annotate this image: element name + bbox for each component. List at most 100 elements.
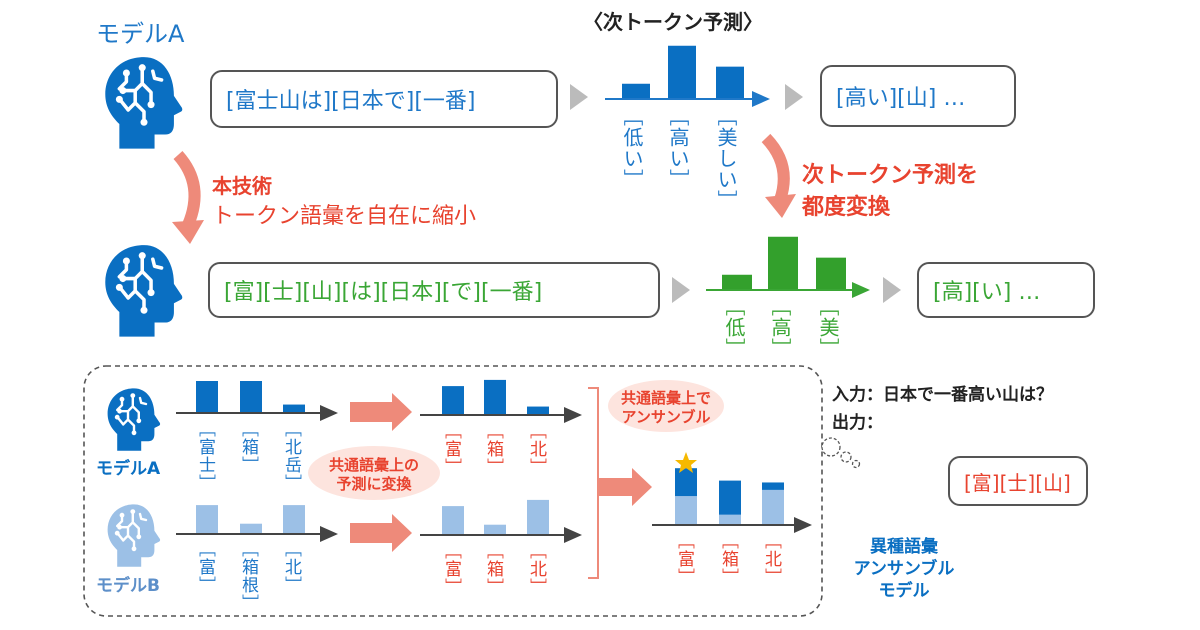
ensemble-badge: 共通語彙上で アンサンブル	[612, 389, 720, 427]
probability-bar	[283, 404, 305, 412]
token-label: ﹇富﹈	[674, 532, 694, 586]
token-label: ﹇北岳﹈	[281, 420, 301, 492]
ensemble-badge-line1: 共通語彙上で	[620, 389, 711, 407]
probability-bar	[527, 499, 549, 534]
convert-arrow-icon	[350, 514, 412, 552]
convert-badge-line1: 共通語彙上の	[328, 456, 419, 474]
flow-arrow-icon	[883, 277, 901, 303]
token-label: ﹇富﹈	[195, 540, 215, 594]
model-b-common-vocab-chart	[420, 499, 582, 543]
technique-subtitle: トークン語彙を自在に縮小	[212, 204, 477, 229]
probability-bar	[722, 274, 752, 289]
io-input-text: 入力：日本で一番高い山は？	[832, 385, 1053, 405]
io-output-label: 出力：	[832, 413, 883, 433]
convert-arrow-icon	[350, 393, 412, 431]
model-a-small-head-icon	[107, 388, 161, 451]
ensemble-model-line1: 異種語彙	[870, 537, 938, 557]
ensemble-arrow-icon	[598, 468, 652, 506]
model-a-label: モデルA	[96, 459, 161, 479]
probability-bar	[527, 406, 549, 414]
model-a-own-vocab-chart	[176, 381, 338, 421]
token-label: ﹇箱﹈	[238, 420, 258, 474]
token-label: ﹇美﹈	[816, 296, 840, 359]
technique-curve-arrow-icon	[172, 150, 204, 244]
top-prediction-chart	[605, 45, 770, 107]
token-label: ﹇北﹈	[281, 540, 301, 594]
probability-bar	[283, 505, 305, 533]
input-speech-bubble: [富士山は][日本で][一番]	[210, 70, 558, 128]
probability-bar	[196, 505, 218, 533]
ensemble-badge-bg	[608, 380, 724, 432]
convert-note: 次トークン予測を 都度変換	[802, 160, 978, 224]
probability-bar	[442, 506, 464, 534]
probability-bar	[716, 66, 744, 98]
small-vocab-input-text: [富][士][山][は][日本][で][一番]	[224, 280, 543, 305]
model-b-small-head-icon	[107, 504, 161, 567]
token-label: ﹇北﹈	[526, 422, 546, 476]
token-label: ﹇美しい﹈	[714, 106, 738, 211]
ensemble-bar-model-a	[719, 480, 741, 515]
token-label: ﹇高﹈	[768, 296, 792, 359]
ensemble-badge-line2: アンサンブル	[621, 408, 711, 426]
ensemble-bar-model-b	[762, 489, 784, 524]
token-label: ﹇箱根﹈	[238, 540, 258, 612]
ensemble-bar-model-a	[675, 468, 697, 497]
thought-bubbles-icon	[821, 437, 861, 469]
ensemble-bar-model-b	[719, 514, 741, 524]
probability-bar	[240, 381, 262, 412]
token-label: ﹇箱﹈	[483, 422, 503, 476]
probability-bar	[622, 83, 650, 98]
probability-bar	[768, 236, 798, 289]
small-vocab-head-icon	[105, 245, 183, 337]
probability-bar	[484, 379, 506, 414]
token-label: ﹇箱﹈	[718, 532, 738, 586]
ensemble-bracket	[588, 387, 599, 579]
token-label: ﹇低い﹈	[620, 106, 644, 190]
probability-bar	[442, 386, 464, 414]
token-label: ﹇箱﹈	[483, 542, 503, 596]
model-a-head-icon	[105, 57, 183, 149]
convert-badge-line2: 予測に変換	[336, 475, 412, 493]
flow-arrow-icon	[785, 84, 803, 110]
model-b-own-vocab-chart	[176, 505, 338, 542]
small-vocab-input-bubble: [富][士][山][は][日本][で][一番]	[208, 262, 660, 318]
model-a-common-vocab-chart	[420, 379, 582, 423]
star-icon	[675, 452, 697, 473]
technique-title: 本技術	[212, 174, 272, 198]
middle-prediction-chart	[706, 236, 870, 298]
flow-arrow-icon	[570, 84, 588, 110]
ensemble-process-frame	[83, 365, 823, 617]
ensemble-model-head-icon	[866, 452, 926, 528]
token-label: ﹇富﹈	[441, 422, 461, 476]
ensemble-model-line2: アンサンブル	[853, 559, 955, 579]
convert-badge: 共通語彙上の 予測に変換	[318, 456, 430, 494]
ensemble-model-label: 異種語彙 アンサンブル モデル	[840, 536, 968, 602]
convert-note-line1: 次トークン予測を	[802, 163, 979, 188]
probability-bar	[240, 523, 262, 533]
token-label: ﹇北﹈	[761, 532, 781, 586]
output-tokens-text: [高い][山] …	[836, 86, 966, 111]
convert-note-line2: 都度変換	[802, 195, 891, 220]
token-label: ﹇北﹈	[526, 542, 546, 596]
probability-bar	[816, 257, 846, 289]
prediction-title: 〈次トークン予測〉	[583, 10, 763, 34]
probability-bar	[668, 45, 696, 98]
ensemble-chart	[652, 468, 812, 533]
convert-curve-arrow-icon	[761, 133, 796, 218]
token-label: ﹇高い﹈	[666, 106, 690, 190]
output-speech-bubble: [高い][山] …	[820, 65, 1016, 127]
small-vocab-output-bubble: [高][い] …	[917, 262, 1095, 318]
model-a-title: モデルA	[96, 20, 185, 48]
answer-text: [富][士][山]	[964, 470, 1071, 495]
probability-bar	[196, 381, 218, 412]
flow-arrow-icon	[672, 277, 690, 303]
ensemble-bar-model-a	[762, 482, 784, 490]
probability-bar	[484, 524, 506, 534]
model-b-label: モデルB	[96, 576, 160, 596]
small-vocab-output-text: [高][い] …	[933, 280, 1041, 305]
ensemble-model-line3: モデル	[878, 581, 930, 601]
answer-speech-bubble: [富][士][山]	[948, 456, 1088, 506]
token-label: ﹇低﹈	[722, 296, 746, 359]
token-label: ﹇富士﹈	[195, 420, 215, 492]
